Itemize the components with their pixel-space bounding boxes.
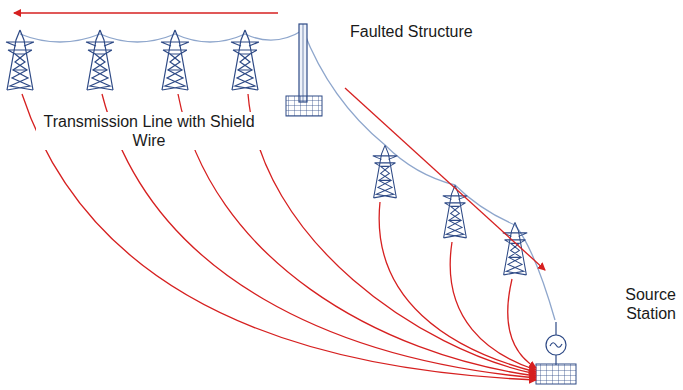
structure-label: Faulted Structure bbox=[348, 22, 475, 41]
faulted-structure bbox=[286, 24, 322, 116]
lattice-tower bbox=[6, 30, 527, 275]
shield-wire bbox=[20, 30, 555, 320]
fault-current-path bbox=[14, 13, 545, 380]
line-label: Transmission Line with Shield Wire bbox=[36, 112, 262, 150]
source-station bbox=[536, 322, 576, 384]
station-label: Source Station bbox=[592, 285, 678, 323]
